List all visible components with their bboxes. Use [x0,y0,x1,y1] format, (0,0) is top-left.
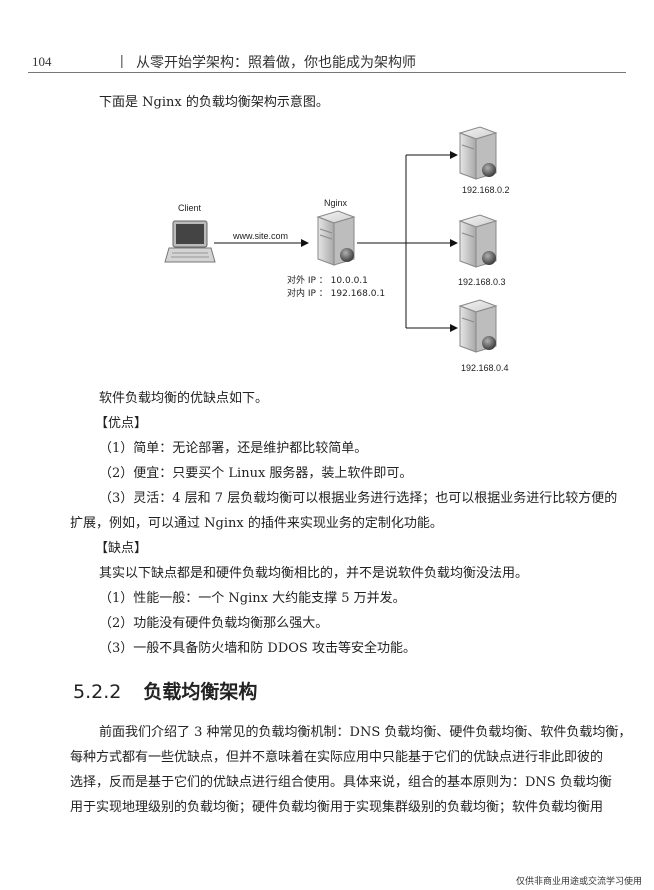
server-ip-1: 192.168.0.2 [462,185,510,195]
section-title: 负载均衡架构 [143,681,258,703]
nginx-server-icon [316,210,356,266]
intro-text: 下面是 Nginx 的负载均衡架构示意图。 [99,95,329,110]
footer-note: 仅供非商业用途或交流学习使用 [515,877,642,887]
cons-item: （3）一般不具备防火墙和防 DDOS 攻击等安全功能。 [99,641,416,656]
external-ip-label: 对外 IP ： 10.0.0.1 [287,274,368,286]
header-separator: | [120,52,124,68]
url-label: www.site.com [232,231,288,241]
server-icon [458,126,498,180]
server-ip-3: 192.168.0.4 [461,363,509,373]
section-heading: 5.2.2 负载均衡架构 [73,677,257,704]
laptop-icon [164,220,216,263]
client-label: Client [178,203,202,213]
book-title: 从零开始学架构：照着做，你也能成为架构师 [136,55,416,71]
pros-item: （2）便宜：只要买个 Linux 服务器，装上软件即可。 [99,466,413,481]
page-number: 104 [32,54,52,69]
internal-ip-label: 对内 IP ： 192.168.0.1 [287,287,385,299]
pros-item-continuation: 扩展，例如，可以通过 Nginx 的插件来实现业务的定制化功能。 [70,516,443,531]
pros-heading: 【优点】 [95,416,148,431]
cons-item: （1）性能一般：一个 Nginx 大约能支撑 5 万并发。 [99,591,406,606]
pros-item: （1）简单：无论部署，还是维护都比较简单。 [99,441,368,456]
header-rule [28,72,626,73]
nginx-label: Nginx [324,198,348,208]
server-icon [458,299,498,353]
server-ip-2: 192.168.0.3 [458,277,506,287]
cons-item: （2）功能没有硬件负载均衡那么强大。 [99,616,329,631]
cons-intro: 其实以下缺点都是和硬件负载均衡相比的，并不是说软件负载均衡没法用。 [99,566,529,581]
summary-text: 软件负载均衡的优缺点如下。 [99,391,269,406]
body-line: 每种方式都有一些优缺点，但并不意味着在实际应用中只能基于它们的优缺点进行非此即彼… [70,750,604,765]
body-line: 前面我们介绍了 3 种常见的负载均衡机制：DNS 负载均衡、硬件负载均衡、软件负… [99,725,632,740]
body-line: 选择，反而是基于它们的优缺点进行组合使用。具体来说，组合的基本原则为：DNS 负… [70,775,612,790]
section-number: 5.2.2 [73,681,122,703]
body-line: 用于实现地理级别的负载均衡；硬件负载均衡用于实现集群级别的负载均衡；软件负载均衡… [70,800,604,815]
page-header: 104 | 从零开始学架构：照着做，你也能成为架构师 [28,48,626,73]
cons-heading: 【缺点】 [95,541,148,556]
server-icon [458,214,498,268]
nginx-load-balancing-diagram: Client www.site.com Nginx 对外 IP ： 10.0.0… [164,126,510,373]
pros-item: （3）灵活：4 层和 7 层负载均衡可以根据业务进行选择；也可以根据业务进行比较… [99,491,618,506]
